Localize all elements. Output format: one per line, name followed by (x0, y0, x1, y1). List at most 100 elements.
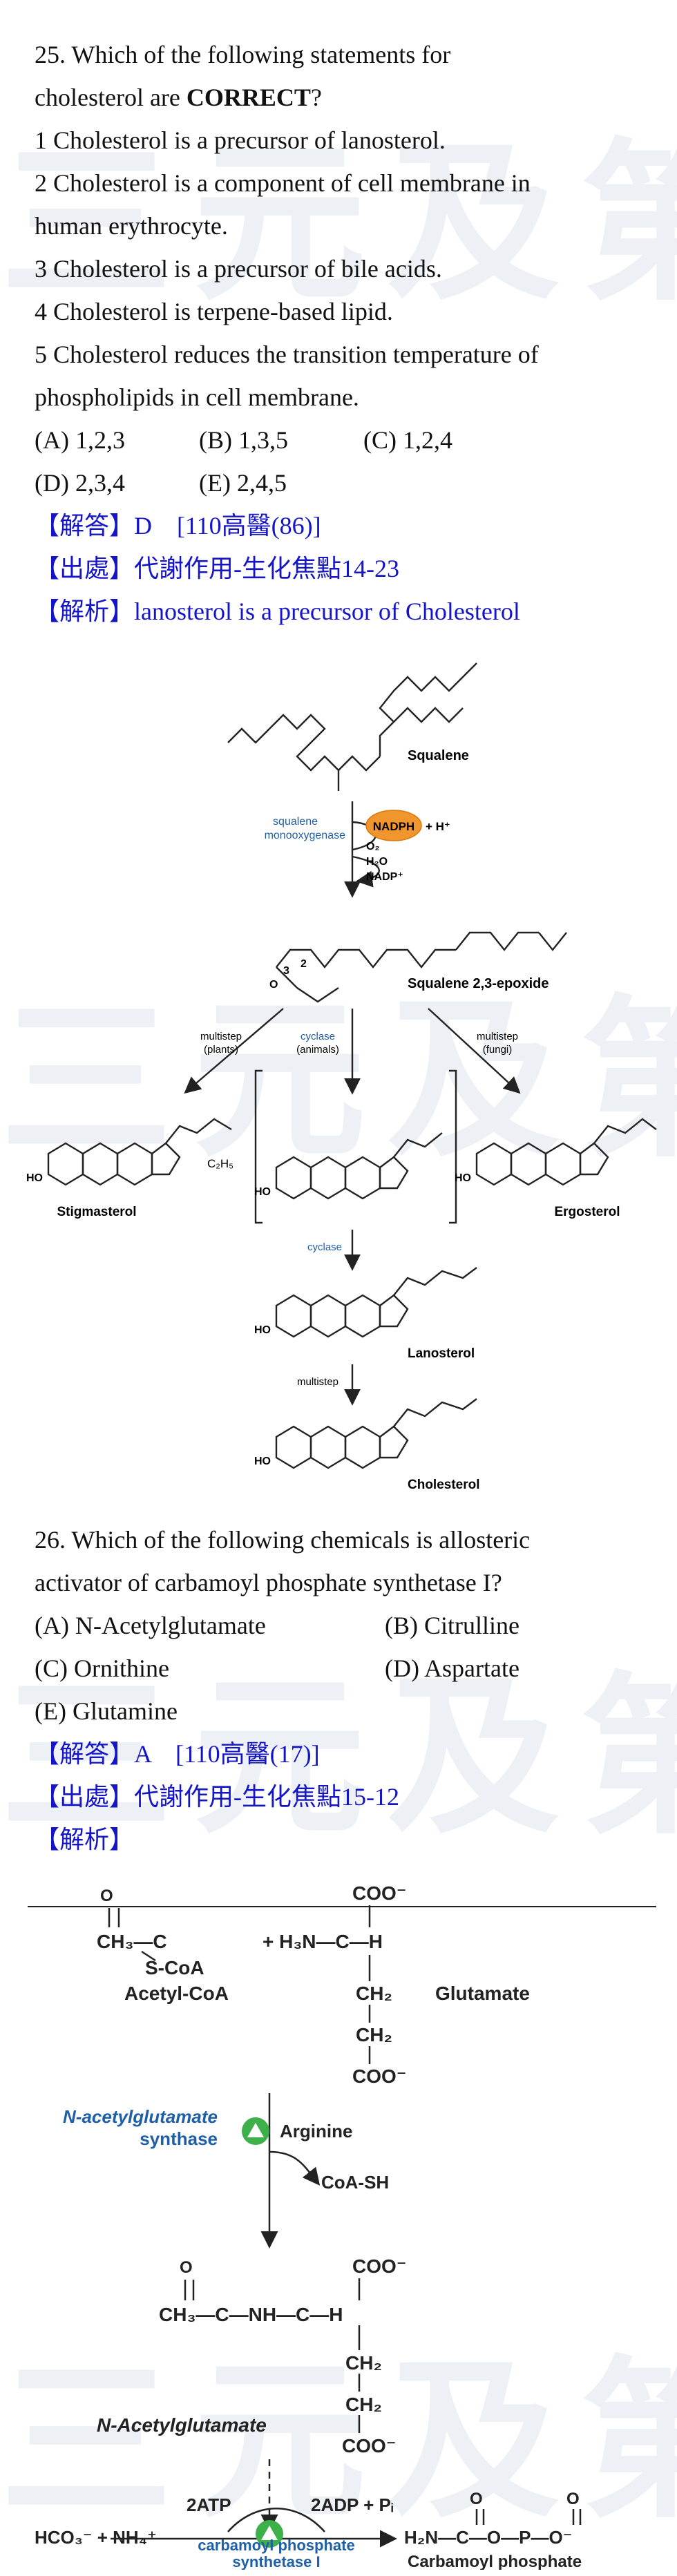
answer-26: 【解答】A [110高醫(17)] (35, 1740, 320, 1768)
statement-5: 5 Cholesterol reduces the transition tem… (35, 341, 539, 368)
acetyl-coa-label: Acetyl-CoA (124, 1983, 229, 2004)
activation-triangle-icon (247, 2123, 264, 2137)
fungi-label: (fungi) (483, 1044, 513, 1056)
options-row-2: (C) Ornithine (D) Aspartate (35, 1647, 649, 1690)
nags-label-1: N-acetylglutamate (63, 2106, 218, 2127)
question-25: 25. Which of the following statements fo… (35, 33, 649, 504)
nag-carbonyl-o: O (180, 2258, 193, 2277)
carbonyl-o: O (100, 1887, 113, 1905)
nadph-highlight (365, 810, 422, 841)
ergosterol-structure (475, 1118, 657, 1186)
multistep-plants-label: multistep (200, 1031, 242, 1042)
nadp-label: NADP⁺ (366, 871, 403, 883)
stem-text: ? (310, 84, 322, 111)
glutamate-amine: + H₃N—C—H (263, 1931, 383, 1952)
question-26-stem-line-2: activator of carbamoyl phosphate synthet… (35, 1569, 502, 1596)
question-25-stem-line-2: cholesterol are CORRECT? (35, 76, 649, 119)
cyclase-animals-label: cyclase (301, 1031, 335, 1042)
answer-block-26: 【解答】A [110高醫(17)] 【出處】代謝作用-生化焦點15-12 【解析… (35, 1733, 649, 1861)
plants-label: (plants) (204, 1044, 238, 1056)
cyclase-label: cyclase (307, 1241, 342, 1253)
lanosterol-intermediate-structure (275, 1132, 443, 1200)
phosphate-o: O (566, 2490, 580, 2508)
epoxide-label: Squalene 2,3-epoxide (408, 976, 549, 991)
sterol-biosynthesis-figure: Squalene squalene monooxygenase NADPH + … (26, 662, 657, 1492)
answer-25: 【解答】D [110高醫(86)] (35, 512, 321, 540)
carbamoyl-o: O (470, 2490, 483, 2508)
nag-label: N-Acetylglutamate (97, 2414, 267, 2436)
carbamoyl-phosphate-formula: H₂N—C—O—P—O⁻ (404, 2527, 572, 2548)
glutamate-ch2: CH₂ (356, 2024, 392, 2045)
stem-text: cholesterol are (35, 84, 187, 111)
options-row-1: (A) 1,2,3 (B) 1,3,5 (C) 1,2,4 (35, 419, 649, 461)
acetyl-coa-formula: CH₃—C (97, 1931, 167, 1952)
coash-label: CoA-SH (321, 2172, 389, 2193)
hydroxyl-label: HO (26, 1172, 43, 1184)
h2o-label: H₂O (366, 856, 388, 868)
animals-label: (animals) (296, 1044, 339, 1056)
carbamoyl-phosphate-label: Carbamoyl phosphate (408, 2553, 582, 2570)
nag-coo-top: COO⁻ (352, 2255, 407, 2277)
glutamate-coo-top: COO⁻ (352, 1882, 407, 1904)
lanosterol-label: Lanosterol (408, 1346, 475, 1361)
option-a: (A) 1,2,3 (35, 426, 125, 454)
hydroxyl-label: HO (455, 1172, 471, 1184)
adp-label: 2ADP + Pᵢ (311, 2494, 394, 2515)
option-d: (D) 2,3,4 (35, 469, 125, 497)
question-26-stem-line-1: 26. Which of the following chemicals is … (35, 1526, 531, 1554)
stigmasterol-structure (47, 1118, 232, 1186)
lanosterol-structure (275, 1267, 477, 1338)
cps-label-2: synthetase I (232, 2553, 320, 2570)
statement-3: 3 Cholesterol is a precursor of bile aci… (35, 255, 442, 283)
nag-backbone: CH₃—C—NH—C—H (159, 2304, 343, 2325)
cps-label-1: carbamoyl phosphate (198, 2537, 354, 2554)
option-d: (D) Aspartate (385, 1654, 519, 1682)
option-b: (B) Citrulline (385, 1612, 519, 1639)
option-b: (B) 1,3,5 (199, 426, 288, 454)
options-row-3: (E) Glutamine (35, 1690, 649, 1733)
statement-2: 2 Cholesterol is a component of cell mem… (35, 169, 531, 197)
activation-triangle-icon (261, 2526, 278, 2540)
enzyme-label-1: squalene (273, 816, 318, 828)
multistep-label: multistep (297, 1376, 338, 1388)
stigmasterol-label: Stigmasterol (57, 1205, 136, 1219)
statement-1: 1 Cholesterol is a precursor of lanoster… (35, 126, 446, 154)
ergosterol-label: Ergosterol (554, 1205, 620, 1219)
option-c: (C) Ornithine (35, 1654, 169, 1682)
statement-4: 4 Cholesterol is terpene-based lipid. (35, 298, 393, 325)
atp-label: 2ATP (187, 2494, 231, 2515)
options-row-1: (A) N-Acetylglutamate (B) Citrulline (35, 1604, 649, 1647)
multistep-fungi-label: multistep (477, 1031, 518, 1042)
explanation-26: 【解析】 (35, 1826, 135, 1853)
carbamoyl-phosphate-figure: O CH₃—C S-CoA Acetyl-CoA + H₃N—C—H COO⁻ … (28, 1882, 656, 2570)
arginine-label: Arginine (280, 2121, 352, 2141)
reactants-label: HCO₃⁻ + NH₄⁺ (35, 2527, 157, 2548)
answer-block-25: 【解答】D [110高醫(86)] 【出處】代謝作用-生化焦點14-23 【解析… (35, 504, 649, 633)
hydroxyl-label: HO (254, 1456, 271, 1467)
o2-label: O₂ (366, 841, 380, 852)
nag-ch2: CH₂ (345, 2394, 382, 2415)
position-2-label: 2 (301, 958, 307, 970)
enzyme-label-2: monooxygenase (265, 830, 346, 841)
cholesterol-label: Cholesterol (408, 1478, 480, 1492)
hydroxyl-label: HO (254, 1324, 271, 1336)
option-a: (A) N-Acetylglutamate (35, 1612, 266, 1639)
position-3-label: 3 (283, 965, 289, 977)
nag-coo-bottom: COO⁻ (342, 2435, 397, 2456)
statement-2-cont: human erythrocyte. (35, 212, 228, 240)
nag-ch2: CH₂ (345, 2352, 382, 2374)
stem-emphasis: CORRECT (186, 84, 311, 111)
hydroxyl-label: HO (254, 1186, 271, 1198)
h-plus-label: + H⁺ (426, 820, 450, 833)
statement-5-cont: phospholipids in cell membrane. (35, 383, 359, 411)
question-26: 26. Which of the following chemicals is … (35, 1518, 649, 1733)
ethyl-group-label: C₂H₅ (207, 1157, 233, 1170)
option-e: (E) 2,4,5 (199, 469, 287, 497)
source-26: 【出處】代謝作用-生化焦點15-12 (35, 1783, 399, 1811)
options-row-2: (D) 2,3,4 (E) 2,4,5 (35, 461, 649, 504)
option-c: (C) 1,2,4 (363, 426, 452, 454)
explanation-25: 【解析】lanosterol is a precursor of Cholest… (35, 598, 520, 625)
cholesterol-structure (275, 1398, 477, 1469)
glutamate-ch2: CH₂ (356, 1983, 392, 2004)
option-e: (E) Glutamine (35, 1697, 178, 1725)
